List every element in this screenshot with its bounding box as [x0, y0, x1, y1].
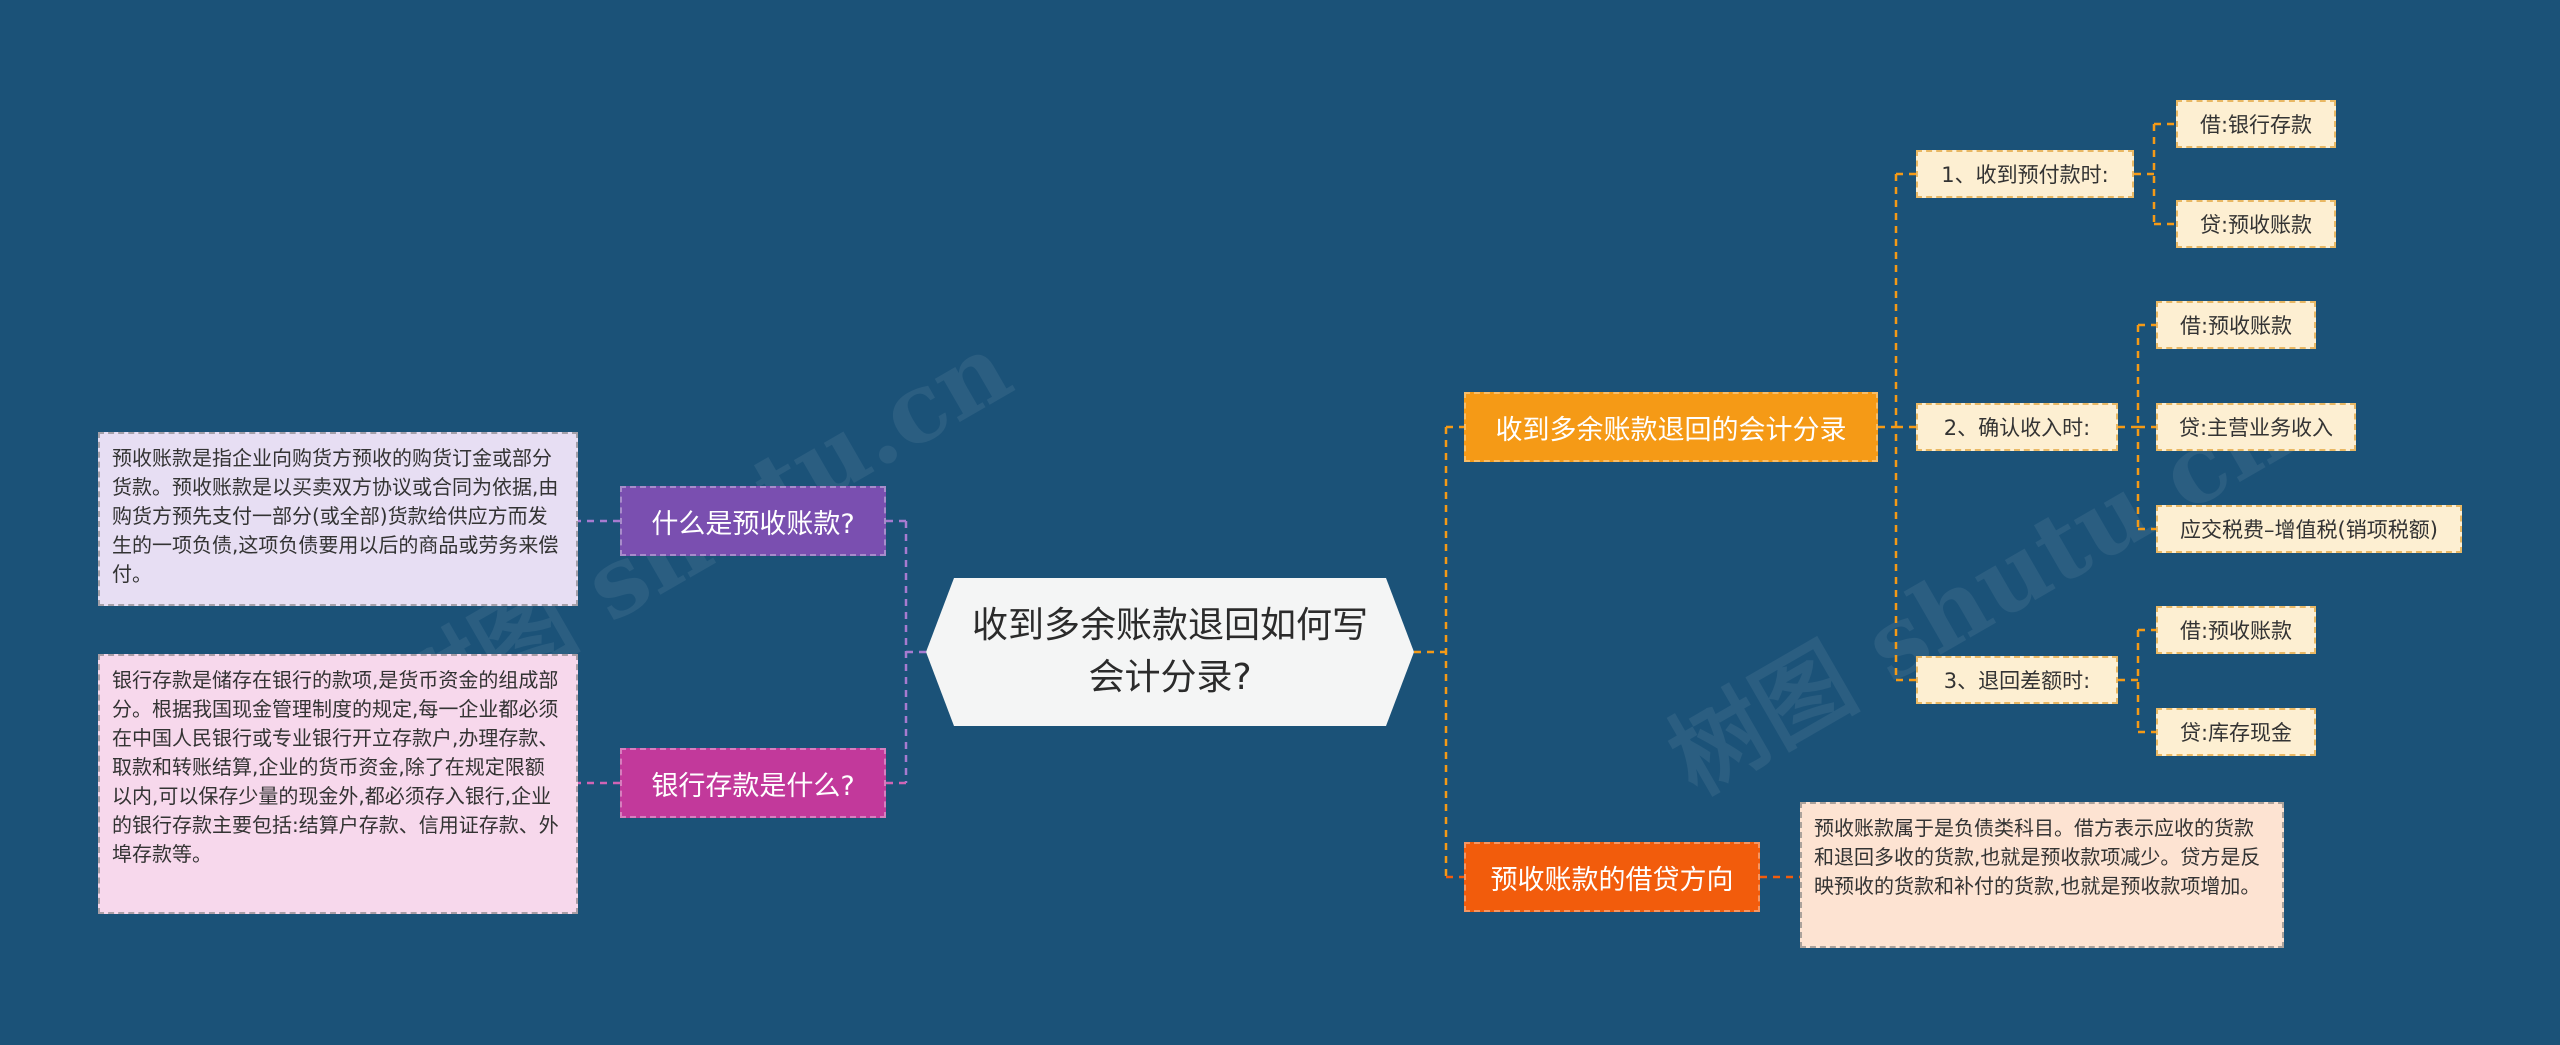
step-1-leaf-1[interactable]: 借:银行存款 [2176, 100, 2336, 148]
step-3-leaf-1-label: 借:预收账款 [2179, 619, 2293, 643]
step-1-leaf-2[interactable]: 贷:预收账款 [2176, 200, 2336, 248]
step-2-label: 2、确认收入时: [1943, 416, 2091, 440]
connector-step1-leaves [2134, 122, 2176, 226]
debit-credit-description: 预收账款属于是负债类科目。借方表示应收的货款和退回多收的货款,也就是预收款项减少… [1800, 802, 2284, 948]
step-2-leaf-2-label: 贷:主营业务收入 [2178, 416, 2334, 440]
step-1-node[interactable]: 1、收到预付款时: [1916, 150, 2134, 198]
central-topic-label: 收到多余账款退回如何写会计分录? [971, 605, 1368, 698]
step-3-leaf-2[interactable]: 贷:库存现金 [2156, 708, 2316, 756]
step-1-leaf-2-label: 贷:预收账款 [2199, 213, 2313, 237]
step-2-leaf-3[interactable]: 应交税费–增值税(销项税额) [2156, 505, 2462, 553]
step-1-label: 1、收到预付款时: [1941, 163, 2109, 187]
step-1-leaf-1-label: 借:银行存款 [2199, 113, 2313, 137]
branch-what-is-bank-deposit-label: 银行存款是什么? [651, 770, 855, 802]
advance-receipt-description: 预收账款是指企业向购货方预收的购货订金或部分货款。预收账款是以买卖双方协议或合同… [98, 432, 578, 606]
step-2-leaf-1-label: 借:预收账款 [2179, 314, 2293, 338]
central-topic[interactable]: 收到多余账款退回如何写会计分录? [926, 578, 1414, 726]
branch-what-is-advance-receipt-label: 什么是预收账款? [651, 508, 855, 540]
branch-debit-credit-direction-label: 预收账款的借贷方向 [1490, 864, 1734, 896]
step-2-leaf-2[interactable]: 贷:主营业务收入 [2156, 403, 2356, 451]
branch-what-is-advance-receipt[interactable]: 什么是预收账款? [620, 486, 886, 556]
branch-debit-credit-direction[interactable]: 预收账款的借贷方向 [1464, 842, 1760, 912]
branch-accounting-entries[interactable]: 收到多余账款退回的会计分录 [1464, 392, 1878, 462]
step-3-label: 3、退回差额时: [1943, 669, 2091, 693]
step-3-leaf-2-label: 贷:库存现金 [2179, 721, 2293, 745]
connector-branch1-steps [1878, 172, 1916, 682]
connector-step3-leaves [2118, 628, 2156, 734]
connector-step2-leaves [2118, 323, 2156, 531]
bank-deposit-description: 银行存款是储存在银行的款项,是货币资金的组成部分。根据我国现金管理制度的规定,每… [98, 654, 578, 914]
step-2-leaf-1[interactable]: 借:预收账款 [2156, 301, 2316, 349]
step-2-node[interactable]: 2、确认收入时: [1916, 403, 2118, 451]
branch-what-is-bank-deposit[interactable]: 银行存款是什么? [620, 748, 886, 818]
step-2-leaf-3-label: 应交税费–增值税(销项税额) [2180, 518, 2438, 542]
step-3-leaf-1[interactable]: 借:预收账款 [2156, 606, 2316, 654]
branch-accounting-entries-label: 收到多余账款退回的会计分录 [1495, 414, 1847, 446]
step-3-node[interactable]: 3、退回差额时: [1916, 656, 2118, 704]
